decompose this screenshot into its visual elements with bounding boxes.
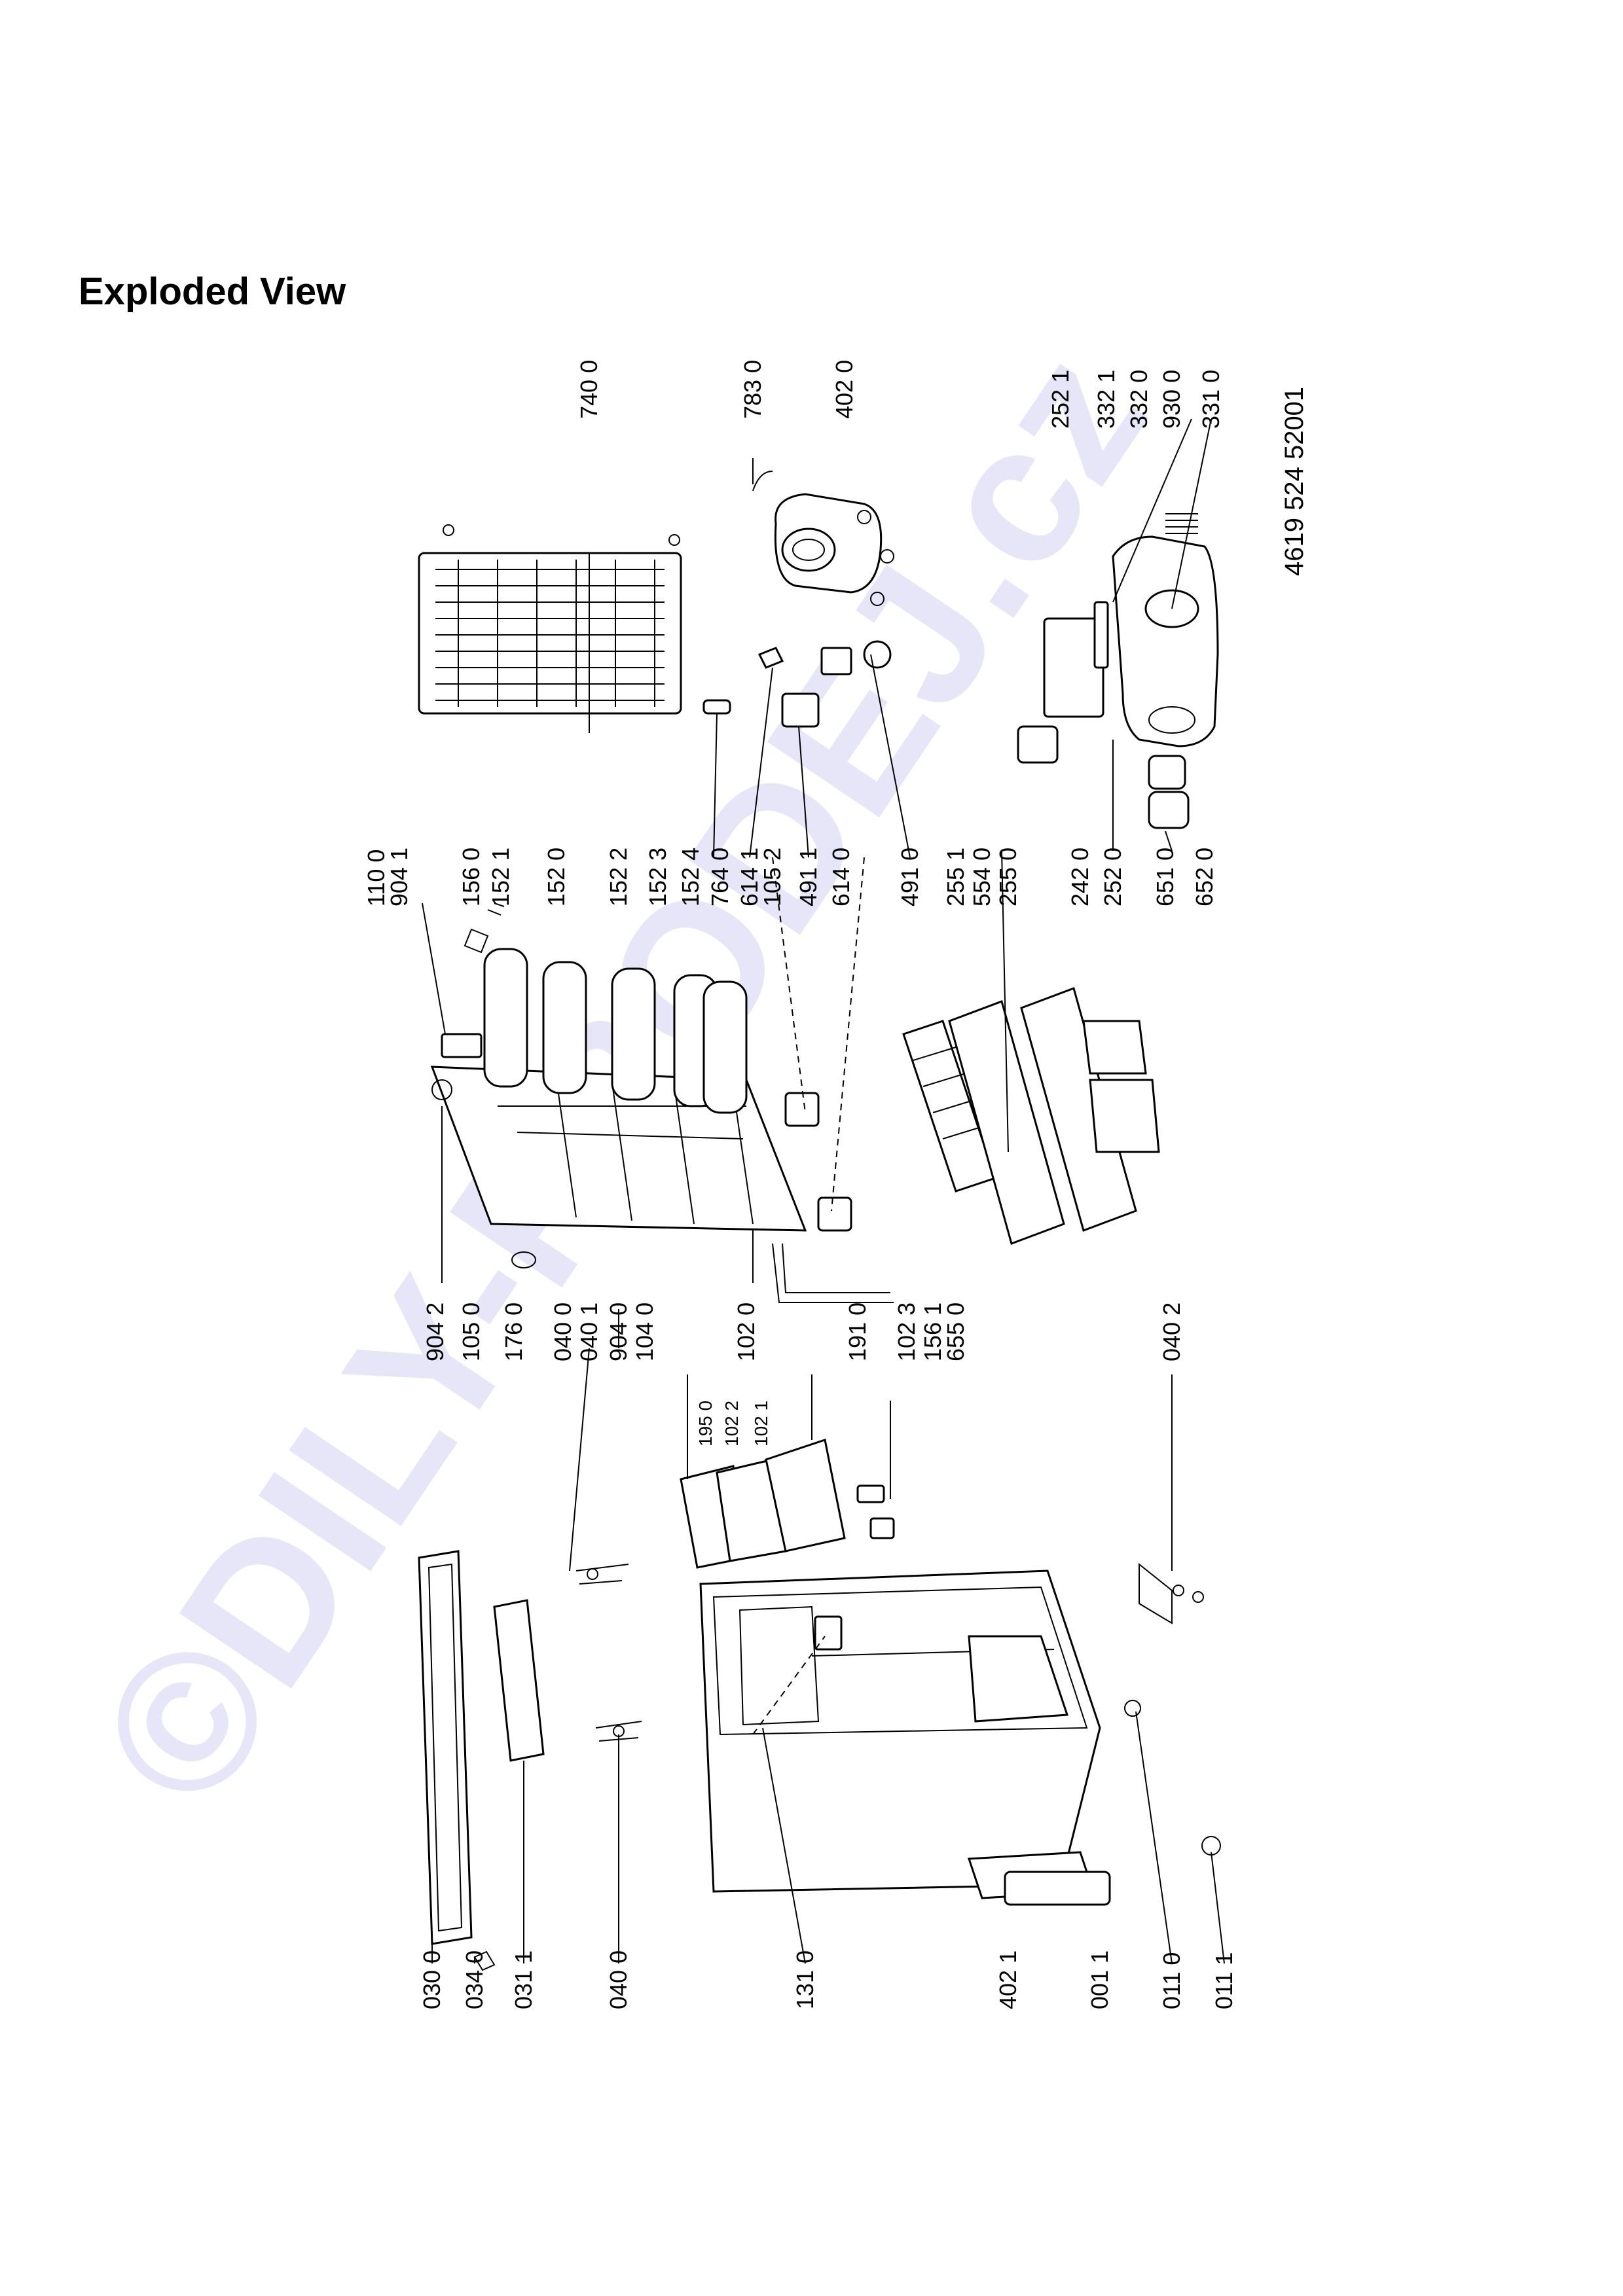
part-label-top-strip: 252 0 — [1099, 848, 1126, 906]
part-label-door-group: 156 1 — [919, 1302, 946, 1361]
part-label-small-group: 102 2 — [721, 1401, 742, 1446]
door-shelves-drawing — [441, 903, 748, 1114]
part-label-top-strip: 152 4 — [677, 848, 704, 906]
part-label-door-group: 176 0 — [500, 1302, 527, 1361]
electrical-parts-drawing — [702, 640, 892, 728]
part-label-far-right: 332 0 — [1125, 370, 1152, 429]
freezer-grids-drawing — [902, 987, 1160, 1245]
leader-lines — [422, 418, 1225, 1964]
part-label-door-group: 191 0 — [844, 1302, 871, 1361]
part-label-top-strip: 614 1 — [736, 848, 763, 906]
part-label-top-strip: 491 1 — [795, 848, 822, 906]
part-label-top-strip: 255 1 — [942, 848, 969, 906]
part-label-bottom-strip: 131 0 — [792, 1950, 818, 2009]
part-label-door-group: 655 0 — [942, 1302, 969, 1361]
compressor-drawing — [752, 471, 894, 606]
part-label-top-strip: 554 0 — [968, 848, 995, 906]
part-label-top-strip: 156 0 — [458, 848, 484, 906]
part-label-top-strip: 904 1 — [386, 848, 412, 906]
page-title: Exploded View — [79, 270, 346, 313]
part-label-top-strip: 255 0 — [994, 848, 1021, 906]
part-label-bottom-strip: 402 1 — [994, 1950, 1021, 2009]
part-label-top-strip: 110 0 — [363, 850, 390, 906]
part-label-bottom-strip: 030 0 — [418, 1950, 445, 2009]
part-label-door-group: 105 0 — [458, 1302, 484, 1361]
part-label-top-strip: 105 2 — [759, 848, 786, 906]
part-label-top-right: 740 0 — [575, 360, 602, 419]
part-label-top-strip: 614 0 — [828, 848, 854, 906]
part-label-bottom-strip: 031 1 — [510, 1950, 537, 2009]
thermostat-housing-drawing — [1017, 513, 1219, 829]
part-label-top-strip: 152 2 — [605, 848, 632, 906]
part-label-door-group: 040 2 — [1158, 1302, 1185, 1361]
part-label-door-group: 102 0 — [733, 1302, 759, 1361]
part-label-door-group: 102 3 — [893, 1302, 920, 1361]
condenser-drawing — [418, 524, 682, 715]
part-label-top-right: 402 0 — [831, 360, 858, 419]
part-label-top-strip: 491 0 — [896, 848, 923, 906]
part-label-door-group: 040 0 — [549, 1302, 576, 1361]
document-number: 4619 524 52001 — [1280, 387, 1309, 576]
part-label-bottom-strip: 001 1 — [1086, 1950, 1113, 2009]
part-label-far-right: 930 0 — [1158, 370, 1185, 429]
part-label-far-right: 331 0 — [1197, 370, 1224, 429]
part-label-top-strip: 152 1 — [487, 848, 514, 906]
part-label-door-group: 904 0 — [605, 1302, 632, 1361]
part-label-door-group: 040 1 — [575, 1302, 602, 1361]
cabinet-drawing — [699, 1570, 1111, 1906]
crisper-boxes-drawing — [680, 1439, 895, 1569]
part-label-top-right: 783 0 — [739, 360, 766, 419]
part-label-small-group: 102 1 — [751, 1401, 771, 1446]
part-label-bottom-strip: 011 0 — [1158, 1952, 1185, 2009]
part-label-top-strip: 152 0 — [543, 848, 570, 906]
part-label-bottom-strip: 011 1 — [1211, 1952, 1237, 2009]
part-label-top-strip: 764 0 — [706, 848, 733, 906]
part-label-far-right: 332 1 — [1093, 370, 1120, 429]
part-label-far-right: 252 1 — [1047, 370, 1074, 429]
part-label-door-group: 904 2 — [422, 1302, 448, 1361]
part-label-door-group: 104 0 — [631, 1302, 658, 1361]
part-label-top-strip: 242 0 — [1067, 848, 1093, 906]
outer-door-drawing — [418, 1550, 545, 1971]
part-label-top-strip: 152 3 — [644, 848, 671, 906]
part-label-top-strip: 652 0 — [1191, 848, 1218, 906]
part-label-small-group: 195 0 — [695, 1401, 716, 1446]
part-label-bottom-strip: 040 0 — [605, 1950, 632, 2009]
part-label-top-strip: 651 0 — [1152, 848, 1178, 906]
part-label-bottom-strip: 034 0 — [461, 1950, 488, 2009]
